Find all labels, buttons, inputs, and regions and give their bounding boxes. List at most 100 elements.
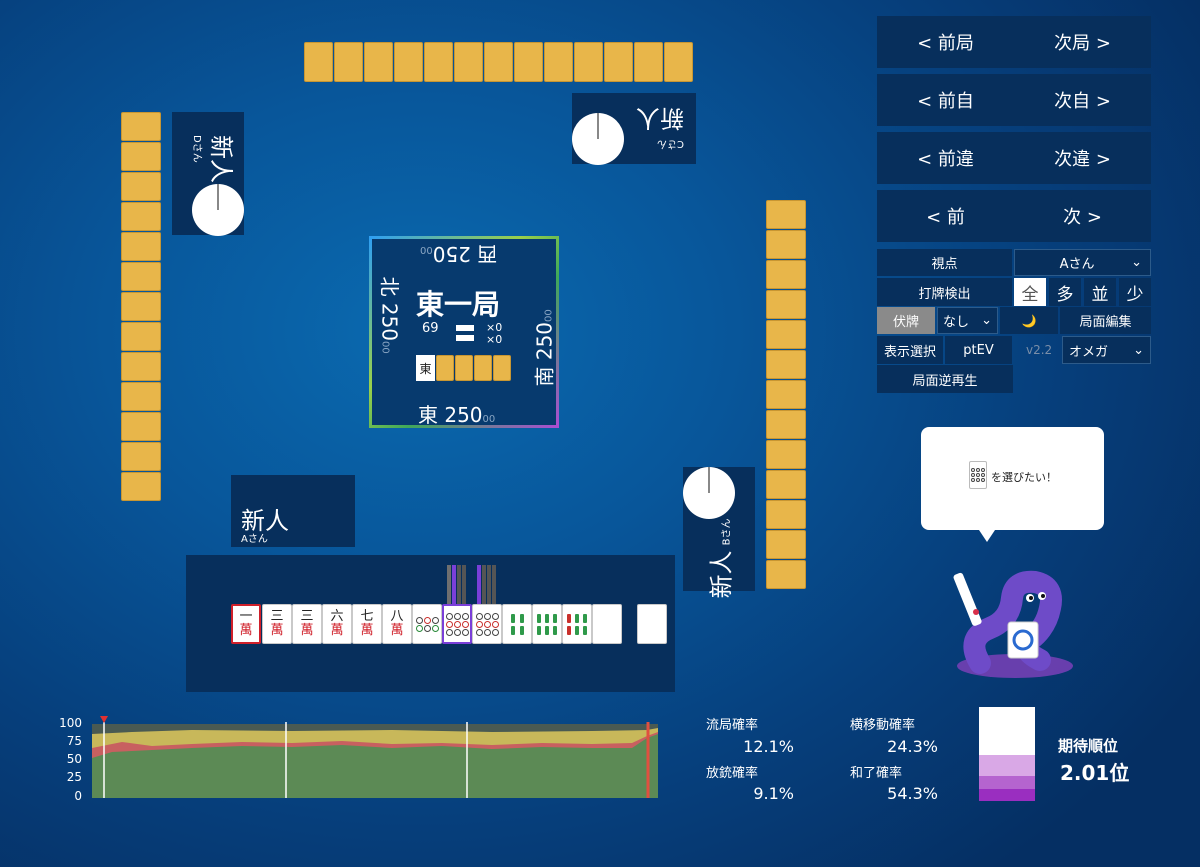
wall-tile (544, 42, 573, 82)
wall-tile (766, 500, 806, 529)
detect-option-many[interactable]: 多 (1049, 278, 1081, 306)
hand-tile-1[interactable]: 一萬 (231, 604, 261, 644)
round-title: 東一局 (416, 288, 501, 321)
riichi-stick-icon (456, 325, 474, 331)
wall-tile (121, 202, 161, 231)
hidden-tiles-select[interactable]: なし ⌄ (937, 307, 998, 334)
wall-tile (121, 262, 161, 291)
rank-probability-bars (979, 707, 1035, 801)
model-select[interactable]: オメガ ⌄ (1062, 336, 1151, 364)
hidden-tiles-toggle[interactable]: 伏牌 (877, 307, 935, 334)
probability-graph[interactable] (92, 716, 658, 800)
wall-tile (634, 42, 663, 82)
ai-speech-bubble: を選びたい！ (921, 427, 1104, 542)
snake-mascot-icon (953, 570, 1073, 678)
score-south: 南 25000 (532, 309, 557, 387)
wall-tile (766, 200, 806, 229)
timer-left (192, 184, 244, 236)
ryukyoku-value: 12.1% (743, 737, 794, 756)
wall-tile (121, 142, 161, 171)
wall-tile (424, 42, 453, 82)
score-east: 東 25000 (418, 403, 496, 427)
edit-position-button[interactable]: 局面編集 (1060, 307, 1151, 334)
houju-value: 9.1% (753, 784, 794, 803)
right-wall (766, 200, 806, 589)
yoko-label: 横移動確率 (850, 718, 916, 733)
hand-tile-pin-5[interactable] (412, 604, 442, 644)
wall-tile (766, 380, 806, 409)
viewpoint-select[interactable]: Aさん ⌄ (1014, 249, 1151, 276)
wall-tile (334, 42, 363, 82)
hand-tile-sou-4[interactable] (502, 604, 532, 644)
score-west: 西 25000 (420, 242, 498, 266)
discard-detect-label: 打牌検出 (877, 278, 1012, 306)
wall-tile (121, 322, 161, 351)
wall-tile (766, 260, 806, 289)
rank-label: 期待順位 (1058, 737, 1119, 755)
ptev-button[interactable]: ptEV (945, 336, 1012, 364)
version-label: v2.2 (1026, 343, 1053, 357)
honba-count: ×0 (486, 333, 503, 346)
display-select-button[interactable]: 表示選択 (877, 336, 943, 364)
hand-tile-4[interactable]: 六萬 (322, 604, 352, 644)
center-info-panel: 西 25000 北 25000 南 25000 東 25000 東一局 69 ×… (369, 236, 559, 428)
wall-tile (121, 472, 161, 501)
moon-icon[interactable]: 🌙 (1000, 307, 1058, 334)
player-label-self: Aさん (241, 534, 268, 545)
wall-tile (304, 42, 333, 82)
prev-button[interactable]: < 前 (926, 207, 965, 228)
left-wall (121, 112, 161, 501)
wall-tile (121, 172, 161, 201)
nav-diff: < 前違 次違 > (877, 132, 1151, 184)
drawn-tile-haku[interactable] (637, 604, 667, 644)
hand-tile-sou-6[interactable] (532, 604, 562, 644)
hand-tile-sou-7[interactable] (562, 604, 592, 644)
ryukyoku-label: 流局確率 (706, 718, 759, 733)
rank-bar-3 (979, 775, 1035, 789)
prev-self-button[interactable]: < 前自 (917, 91, 974, 112)
hand-tile-5[interactable]: 七萬 (352, 604, 382, 644)
player-name-right: 新人 (707, 550, 736, 599)
hand-tile-pin-9b[interactable] (472, 604, 502, 644)
next-diff-button[interactable]: 次違 > (1054, 149, 1111, 170)
next-self-button[interactable]: 次自 > (1054, 91, 1111, 112)
wall-tile (766, 410, 806, 439)
timer-top (572, 113, 624, 165)
prev-round-button[interactable]: < 前局 (917, 33, 974, 54)
agari-value: 54.3% (887, 784, 938, 803)
next-round-button[interactable]: 次局 > (1054, 33, 1111, 54)
player-name-self: 新人 (241, 507, 289, 535)
reverse-play-button[interactable]: 局面逆再生 (877, 365, 1013, 393)
player-plate-self: 新人 Aさん (231, 475, 355, 547)
hand-tile-3[interactable]: 三萬 (292, 604, 322, 644)
wall-tile (121, 292, 161, 321)
hand-tile-2[interactable]: 三萬 (262, 604, 292, 644)
hand-tile-6[interactable]: 八萬 (382, 604, 412, 644)
nav-step: < 前 次 > (877, 190, 1151, 242)
timer-right (683, 467, 735, 519)
dora-tile: 東 (416, 355, 435, 381)
hand-tile-haku[interactable] (592, 604, 622, 644)
wall-tile (766, 560, 806, 589)
detect-option-all[interactable]: 全 (1014, 278, 1046, 306)
chevron-down-icon: ⌄ (981, 313, 992, 328)
riichi-count: ×0 (486, 321, 503, 334)
detect-option-few[interactable]: 少 (1119, 278, 1151, 306)
detect-option-normal[interactable]: 並 (1084, 278, 1116, 306)
wall-tile (121, 412, 161, 441)
wall-tile (766, 320, 806, 349)
next-button[interactable]: 次 > (1063, 207, 1102, 228)
hand-tile-pin-9[interactable] (442, 604, 472, 644)
wall-tile (766, 470, 806, 499)
wall-tile (121, 112, 161, 141)
wall-tile (766, 230, 806, 259)
wall-tile (514, 42, 543, 82)
prev-diff-button[interactable]: < 前違 (917, 149, 974, 170)
bubble-text: を選びたい！ (991, 471, 1057, 484)
wall-tile (454, 42, 483, 82)
wall-tile (664, 42, 693, 82)
score-north: 北 25000 (377, 276, 402, 354)
top-wall (304, 42, 693, 82)
honba-stick-icon (456, 335, 474, 341)
bubble-tile-pin-9 (969, 461, 987, 489)
